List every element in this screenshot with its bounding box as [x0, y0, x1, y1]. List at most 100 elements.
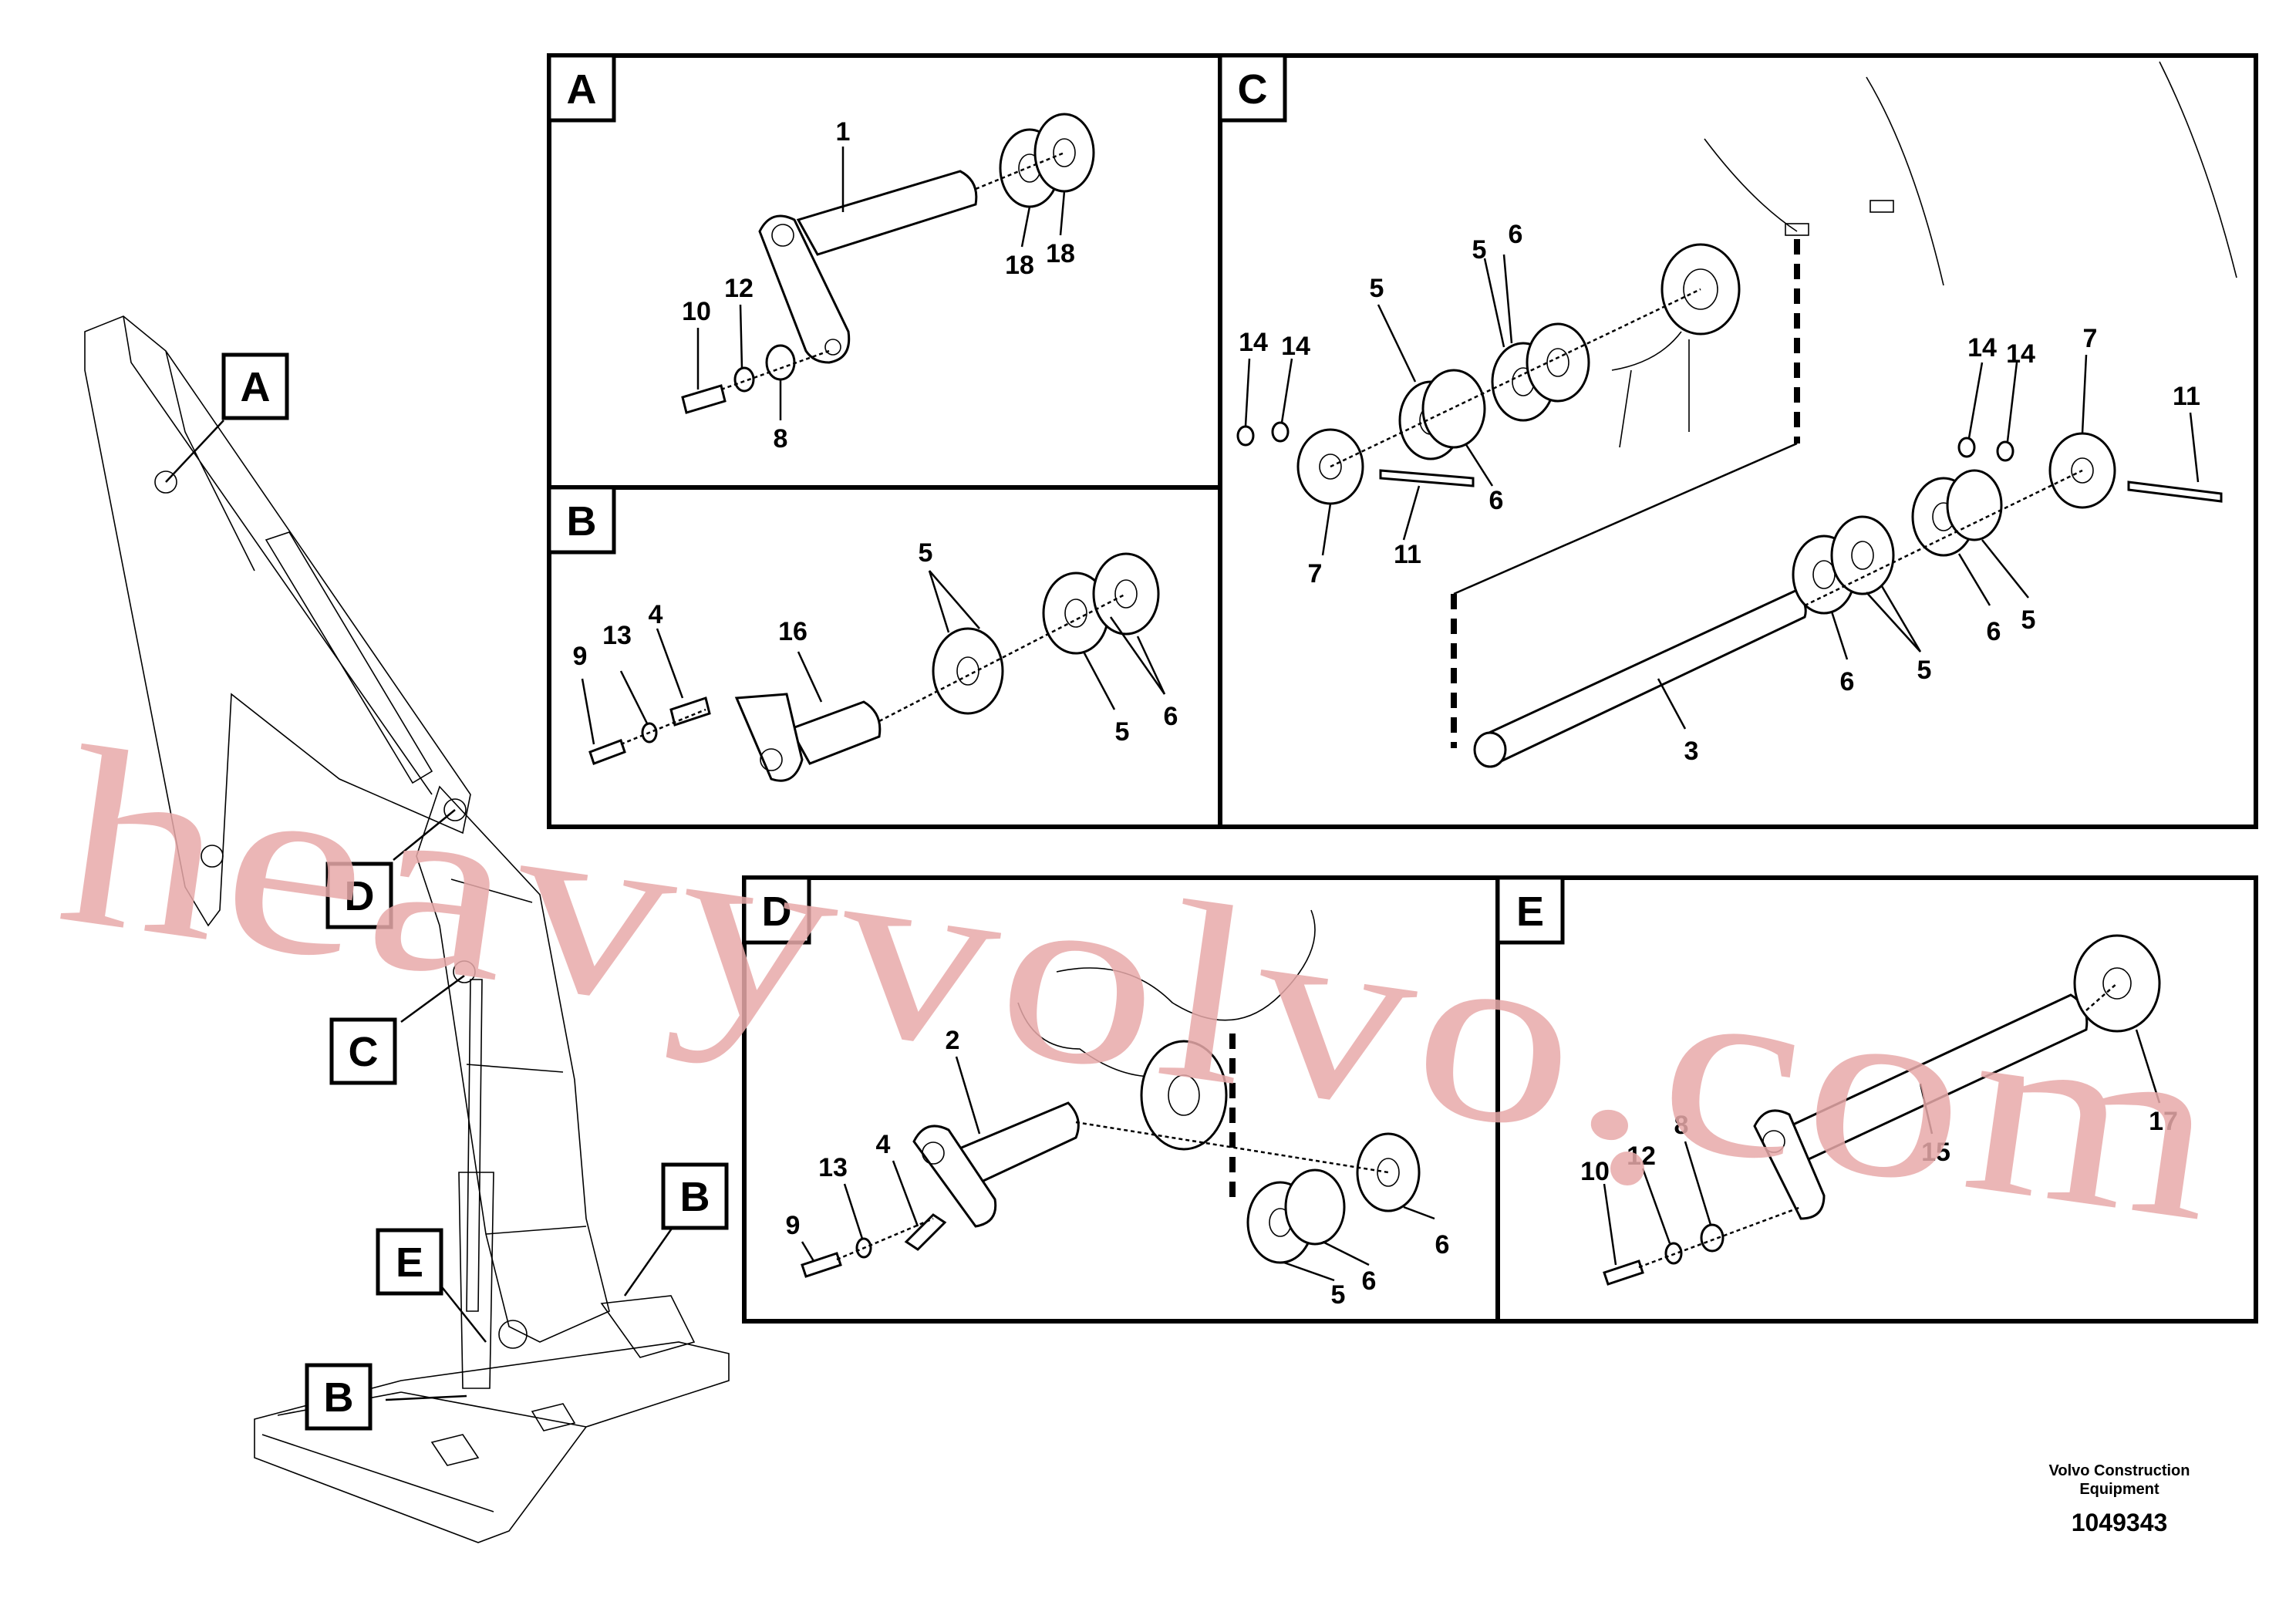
lock-plate-4 — [904, 1213, 947, 1251]
callout-18: 18 — [1005, 251, 1034, 280]
bucket-pin — [201, 845, 224, 868]
panel-D-tag-box — [742, 875, 811, 945]
background-arcs — [1704, 61, 2237, 286]
overview-tag-B-lower: B — [305, 1363, 373, 1431]
overview-tag-E-text: E — [396, 1239, 423, 1286]
pin-3-end — [1473, 731, 1507, 768]
overview-tag-C: C — [329, 1017, 397, 1085]
washer-14c — [1957, 437, 1976, 458]
arm-pin-D — [443, 798, 467, 821]
callout-12: 12 — [724, 274, 754, 303]
callout-13: 13 — [602, 621, 632, 650]
callout-16: 16 — [778, 617, 807, 646]
leader-13 — [843, 1183, 864, 1239]
callout-6: 6 — [1840, 667, 1855, 696]
callout-6: 6 — [1435, 1230, 1450, 1259]
panel-E: E 17 10 12 8 15 — [1495, 875, 2258, 1324]
leader-14 — [1244, 358, 1251, 427]
shim-6b — [1356, 1132, 1421, 1212]
leader-6 — [1322, 1240, 1370, 1266]
overview-tag-B-upper-text: B — [680, 1174, 710, 1220]
assembly-line — [975, 151, 1065, 191]
pin-1 — [796, 170, 978, 256]
upperstructure-outline — [254, 1341, 730, 1543]
panel-E-tag-box — [1495, 875, 1565, 945]
overview-tag-D: D — [325, 862, 393, 929]
leader-6 — [1403, 1206, 1435, 1220]
panel-C-tag-box — [1218, 53, 1287, 123]
eye-bore — [1168, 1074, 1200, 1116]
shim-6a — [1284, 1168, 1346, 1246]
assembly-line — [1804, 469, 2083, 607]
leader-9 — [801, 1241, 815, 1262]
shim-hole — [1851, 541, 1874, 570]
boom-outline — [416, 785, 610, 1343]
plate-hole — [760, 748, 783, 771]
leader-6 — [1109, 616, 1166, 695]
leader-5 — [1377, 304, 1417, 383]
leader-5b — [1082, 651, 1116, 710]
overview-tag-E: E — [376, 1228, 443, 1296]
shim-5a — [932, 627, 1004, 715]
panel-B: B 5 16 9 13 4 5 6 — [547, 485, 1222, 829]
callout-11: 11 — [2173, 382, 2200, 411]
shim-18b — [1033, 113, 1095, 193]
panel-D: D 2 9 13 4 5 6 6 — [742, 875, 1500, 1324]
arm-edges — [123, 315, 433, 795]
callout-14: 14 — [2006, 339, 2035, 369]
arm-cylinder — [265, 531, 433, 784]
leader-5 — [929, 570, 980, 629]
pin-16-plate — [734, 693, 804, 782]
overview-tag-B-upper: B — [661, 1162, 729, 1230]
leader-13 — [619, 670, 649, 726]
panel-A: A 1 18 18 10 12 8 — [547, 53, 1222, 490]
callout-1: 1 — [836, 117, 851, 147]
leader-B-upper — [623, 1218, 680, 1297]
break-line-connector — [1453, 442, 1798, 595]
washer-12 — [733, 366, 755, 393]
leader-18b — [1059, 191, 1066, 236]
shim-5-lower — [1830, 515, 1895, 595]
bolt-11-upper — [1379, 469, 1475, 487]
callout-4: 4 — [649, 600, 663, 629]
callout-14: 14 — [1239, 328, 1268, 357]
leader-5 — [1880, 585, 1922, 653]
leader-16 — [797, 651, 823, 703]
overview-tag-B-lower-text: B — [324, 1374, 354, 1421]
washer-8 — [1700, 1223, 1725, 1253]
callout-18: 18 — [1046, 239, 1075, 268]
callout-5: 5 — [1115, 717, 1130, 747]
leader-D — [393, 809, 456, 861]
pin-3 — [1479, 588, 1807, 765]
pin-2 — [947, 1101, 1080, 1194]
cylinder-body — [1611, 331, 1690, 448]
lock-plate-4 — [669, 696, 711, 727]
panel-B-tag: B — [567, 498, 597, 545]
shim-hole — [1377, 1158, 1400, 1187]
leader-12 — [739, 304, 743, 369]
bolt-10 — [1603, 1259, 1644, 1286]
panel-C-tag: C — [1238, 66, 1268, 113]
plate-hole — [824, 339, 841, 356]
leader-C — [400, 974, 465, 1023]
lock-plate — [758, 214, 851, 364]
leader-18a — [1020, 206, 1031, 248]
panel-C-frame — [1218, 53, 2258, 829]
panel-A-tag-box — [547, 53, 616, 123]
leader-10 — [1603, 1183, 1617, 1266]
callout-10: 10 — [1580, 1157, 1610, 1186]
leader-14 — [2006, 362, 2018, 442]
leader-7 — [2081, 354, 2088, 434]
callout-5: 5 — [1472, 235, 1487, 265]
callout-7: 7 — [1308, 559, 1323, 588]
washer-8 — [765, 344, 796, 381]
shim-hole — [1053, 138, 1076, 167]
leader-7 — [1321, 503, 1332, 556]
leader-6 — [1830, 611, 1849, 660]
callout-2: 2 — [946, 1026, 960, 1055]
drawing-number: 1049343 — [2072, 1509, 2168, 1536]
callout-14: 14 — [1281, 332, 1310, 361]
callout-6: 6 — [1509, 220, 1523, 249]
washer-14a — [1236, 425, 1255, 447]
